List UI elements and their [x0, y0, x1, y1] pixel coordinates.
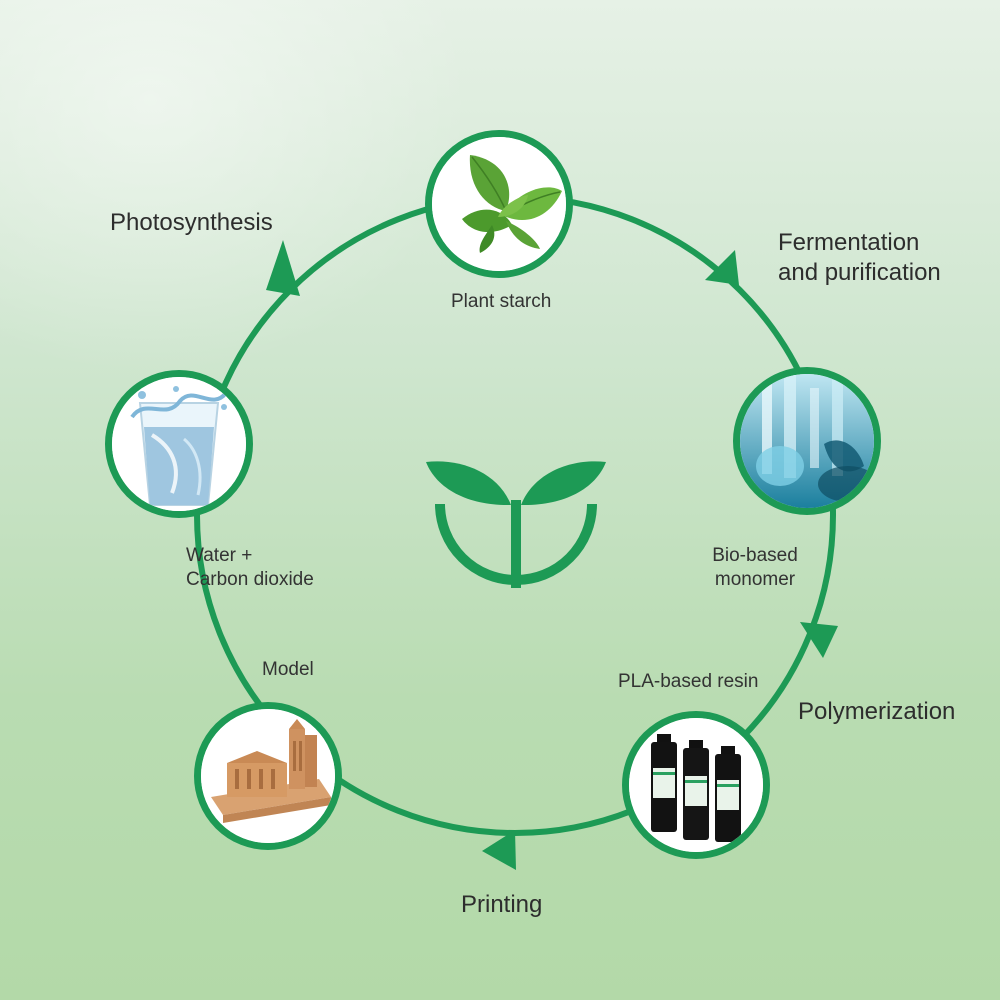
node-label-plant: Plant starch: [451, 291, 552, 312]
laboratory-icon: [740, 374, 874, 508]
node-label-water: Water + Carbon dioxide: [186, 544, 314, 592]
node-label-resin: PLA-based resin: [618, 671, 759, 692]
leaf-icon: [432, 137, 566, 271]
node-bio-based-monomer: [733, 367, 881, 515]
arrow-photosynthesis-icon: [266, 240, 300, 296]
cathedral-model-icon: [201, 709, 335, 843]
node-label-monomer: Bio-based monomer: [694, 544, 816, 592]
node-label-monomer-line1: Bio-based: [712, 545, 798, 566]
stage-fermentation: Fermentation and purification: [778, 228, 941, 288]
stage-photosynthesis: Photosynthesis: [110, 209, 273, 236]
node-label-water-line2: Carbon dioxide: [186, 568, 314, 590]
stage-fermentation-line2: and purification: [778, 259, 941, 286]
stage-printing: Printing: [461, 891, 543, 918]
node-water-co2: [105, 370, 253, 518]
stage-fermentation-line1: Fermentation: [778, 229, 920, 256]
water-glass-icon: [112, 377, 246, 511]
node-label-monomer-line2: monomer: [714, 568, 796, 590]
stage-polymerization: Polymerization: [798, 698, 956, 725]
node-pla-resin: [622, 711, 770, 859]
arrow-printing-icon: [482, 830, 516, 870]
resin-bottles-icon: [629, 718, 763, 852]
sprout-logo-icon: [426, 461, 606, 588]
node-label-model: Model: [262, 659, 314, 680]
arrow-polymerization-icon: [800, 622, 838, 658]
arrow-fermentation-icon: [705, 250, 739, 285]
node-plant-starch: [425, 130, 573, 278]
node-label-water-line1: Water +: [186, 545, 253, 566]
node-model: [194, 702, 342, 850]
